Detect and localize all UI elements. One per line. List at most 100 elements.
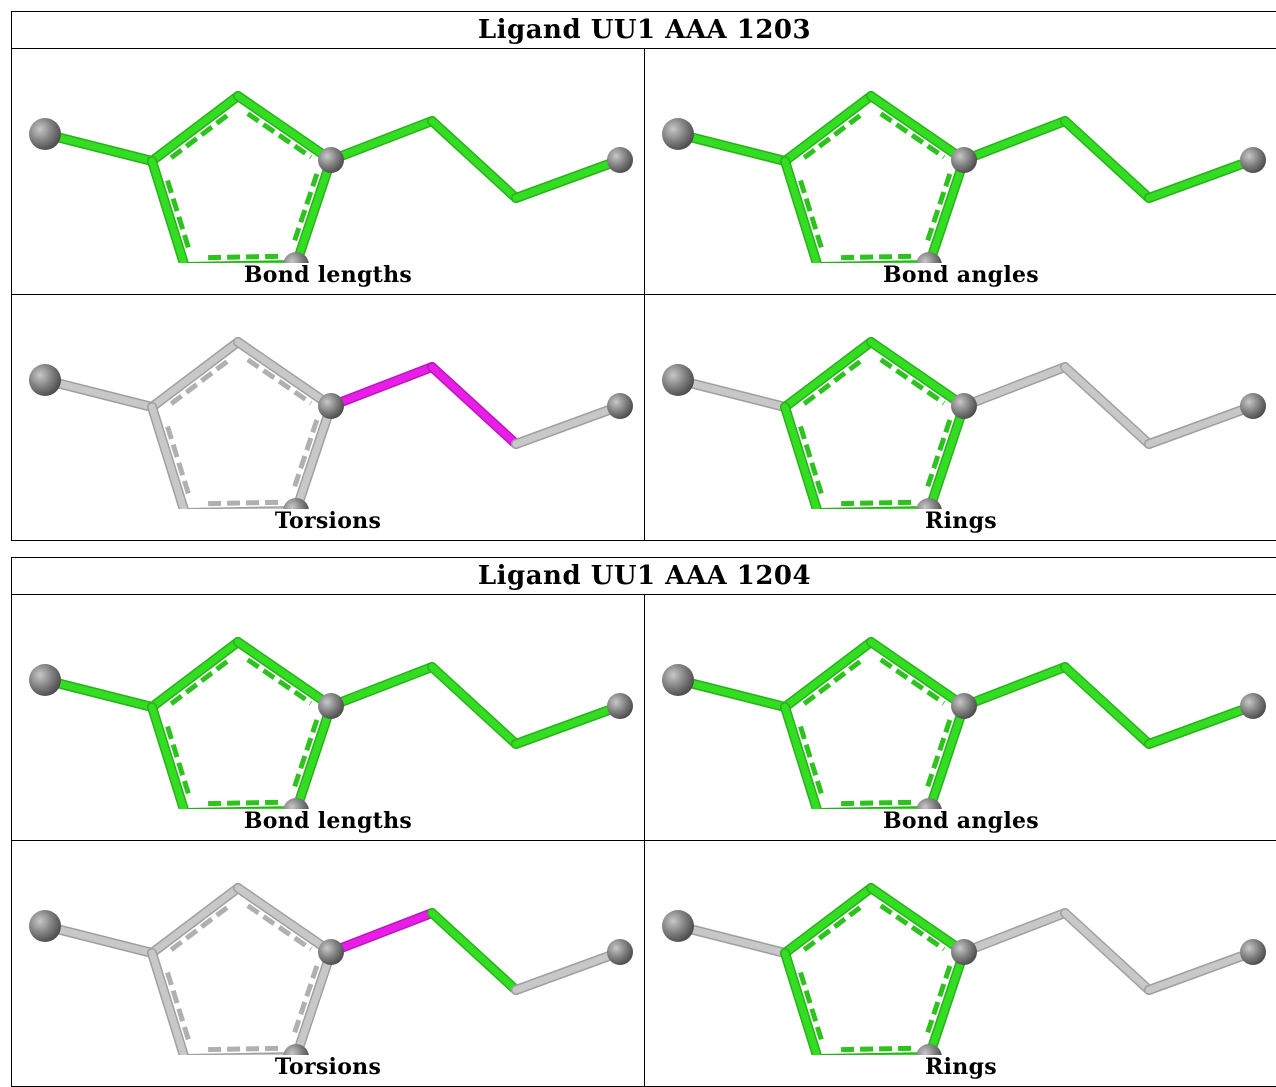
- atom-c1: [29, 364, 61, 396]
- panel-torsions: Torsions: [12, 295, 645, 540]
- bond-c6-c2: [781, 949, 821, 1055]
- panel-caption: Rings: [925, 508, 997, 534]
- bond-c1-c2: [41, 130, 156, 165]
- atom-c9: [607, 147, 633, 173]
- bond-c4-c7: [327, 909, 436, 956]
- aromatic-bond-dash: [796, 966, 824, 1041]
- atom-c9: [607, 939, 633, 965]
- bond-c6-c2: [781, 403, 821, 509]
- atom-c9: [607, 393, 633, 419]
- bond-c4-c5: [925, 156, 968, 263]
- bond-c4-c7: [960, 663, 1069, 710]
- bond-c4-c5: [925, 948, 968, 1055]
- bond-c6-c2: [148, 157, 188, 263]
- bond-c3-c4: [234, 338, 335, 410]
- panel-row: Bond lengths Bond angles: [12, 49, 1276, 294]
- aromatic-bond-dash: [879, 111, 946, 160]
- panel-row: Torsions Rings: [12, 840, 1276, 1086]
- bond-c2-c3: [148, 884, 242, 957]
- atom-c9: [607, 693, 633, 719]
- bond-c8-c9: [512, 702, 624, 748]
- atom-c4: [318, 693, 344, 719]
- ligand-table-1203: Ligand UU1 AAA 1203 Bond lengths Bond an…: [11, 11, 1276, 541]
- atom-c9: [1240, 147, 1266, 173]
- aromatic-bond-dash: [202, 799, 279, 807]
- aromatic-bond-dash: [202, 499, 279, 507]
- bond-c1-c2: [41, 922, 156, 957]
- bond-c1-c2: [674, 676, 789, 711]
- molecule-diagram: [662, 337, 1266, 509]
- aromatic-bond-dash: [796, 420, 824, 495]
- ligand-title: Ligand UU1 AAA 1203: [12, 12, 1276, 49]
- bond-c8-c9: [512, 156, 624, 202]
- bond-c1-c2: [41, 376, 156, 411]
- aromatic-bond-dash: [290, 719, 320, 793]
- bond-c7-c8: [428, 363, 520, 448]
- molecule-diagram: [662, 883, 1266, 1055]
- aromatic-bond-dash: [169, 903, 232, 952]
- bond-c4-c5: [925, 402, 968, 509]
- panel-caption: Torsions: [274, 508, 382, 534]
- bond-c7-c8: [428, 117, 520, 202]
- atom-c4: [951, 939, 977, 965]
- ligand-title: Ligand UU1 AAA 1204: [12, 558, 1276, 595]
- aromatic-bond-dash: [923, 965, 953, 1039]
- atom-c4: [318, 939, 344, 965]
- panel-bond-lengths: Bond lengths: [12, 595, 645, 840]
- atom-c1: [662, 664, 694, 696]
- aromatic-bond-dash: [835, 253, 912, 261]
- bond-c3-c4: [867, 884, 968, 956]
- bond-c1-c2: [674, 922, 789, 957]
- atom-c1: [29, 664, 61, 696]
- bond-c7-c8: [1061, 117, 1153, 202]
- bond-c8-c9: [512, 948, 624, 994]
- atom-c4: [318, 393, 344, 419]
- aromatic-bond-dash: [923, 419, 953, 493]
- bond-c8-c9: [1145, 702, 1257, 748]
- bond-c4-c5: [292, 402, 335, 509]
- bond-c8-c9: [1145, 402, 1257, 448]
- bond-c1-c2: [41, 676, 156, 711]
- bond-c7-c8: [428, 909, 520, 994]
- aromatic-bond-dash: [835, 499, 912, 507]
- bond-c2-c3: [781, 884, 875, 957]
- bond-c4-c7: [960, 117, 1069, 164]
- aromatic-bond-dash: [879, 357, 946, 406]
- molecule-diagram: [29, 337, 633, 509]
- panel-bond-angles: Bond angles: [645, 595, 1276, 840]
- panel-row: Torsions Rings: [12, 294, 1276, 540]
- bond-c4-c5: [925, 702, 968, 809]
- bond-c8-c9: [512, 402, 624, 448]
- aromatic-bond-dash: [169, 657, 232, 706]
- aromatic-bond-dash: [835, 799, 912, 807]
- atom-c9: [1240, 939, 1266, 965]
- panel-rings: Rings: [645, 295, 1276, 540]
- aromatic-bond-dash: [290, 965, 320, 1039]
- bond-c6-c2: [148, 403, 188, 509]
- bond-c2-c3: [781, 92, 875, 165]
- bond-c4-c5: [292, 948, 335, 1055]
- aromatic-bond-dash: [923, 719, 953, 793]
- bond-c4-c5: [292, 156, 335, 263]
- bond-c4-c7: [960, 909, 1069, 956]
- bond-c4-c7: [327, 117, 436, 164]
- bond-c3-c4: [867, 638, 968, 710]
- bond-c3-c4: [867, 92, 968, 164]
- aromatic-bond-dash: [796, 174, 824, 249]
- panel-caption: Bond angles: [883, 262, 1039, 288]
- molecule-diagram: [662, 91, 1266, 263]
- atom-c4: [318, 147, 344, 173]
- bond-c3-c4: [234, 884, 335, 956]
- panel-caption: Bond lengths: [243, 262, 413, 288]
- bond-c2-c3: [781, 338, 875, 411]
- bond-c7-c8: [1061, 663, 1153, 748]
- aromatic-bond-dash: [290, 173, 320, 247]
- bond-c7-c8: [428, 663, 520, 748]
- molecule-diagram: [662, 637, 1266, 809]
- panel-bond-lengths: Bond lengths: [12, 49, 645, 294]
- ligand-table-1204: Ligand UU1 AAA 1204 Bond lengths Bond an…: [11, 557, 1276, 1087]
- molecule-diagram: [29, 91, 633, 263]
- aromatic-bond-dash: [879, 657, 946, 706]
- aromatic-bond-dash: [202, 253, 279, 261]
- bond-c3-c4: [867, 338, 968, 410]
